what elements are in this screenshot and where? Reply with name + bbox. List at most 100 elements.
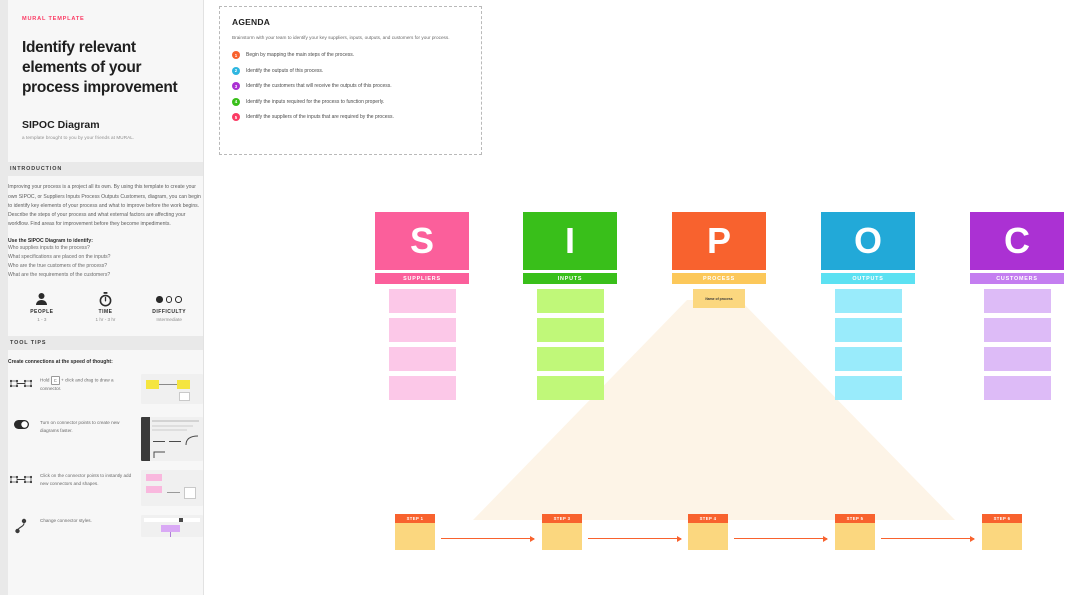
connector-points-icon: [8, 470, 34, 487]
step-body[interactable]: [835, 523, 875, 550]
agenda-item: 5 Identify the suppliers of the inputs t…: [232, 113, 469, 122]
process-step[interactable]: STEP 4: [688, 514, 728, 550]
sidebar-panel: MURAL TEMPLATE Identify relevant element…: [8, 0, 204, 595]
tooltip-text-pre: Hold: [40, 378, 50, 384]
style-toolbar-preview: [141, 515, 203, 538]
sticky-note[interactable]: [834, 347, 902, 371]
step-header: STEP 6: [982, 514, 1022, 523]
template-kicker: MURAL TEMPLATE: [22, 16, 85, 22]
sticky-note[interactable]: [983, 376, 1051, 400]
connector-points-icon: [8, 374, 34, 391]
keyboard-key: C: [50, 376, 60, 386]
agenda-number-badge: 5: [232, 113, 240, 122]
page-title: Identify relevant elements of your proce…: [22, 39, 178, 96]
sticky-note[interactable]: [388, 289, 456, 313]
sticky-note[interactable]: [536, 376, 604, 400]
sticky-note[interactable]: [983, 347, 1051, 371]
page-subtitle: SIPOC Diagram: [22, 119, 100, 132]
introduction-heading: INTRODUCTION: [8, 162, 203, 177]
sticky-note[interactable]: [834, 376, 902, 400]
agenda-item-text: Identify the outputs of this process.: [246, 67, 324, 74]
stat-label: DIFFICULTY: [152, 309, 187, 316]
stat-value: 1 hr - 3 hr: [95, 317, 116, 323]
sipoc-column-inputs[interactable]: I INPUTS: [523, 212, 617, 405]
step-body[interactable]: [395, 523, 435, 550]
flow-arrow: [441, 534, 535, 544]
column-label-process: PROCESS: [672, 273, 766, 284]
tooltip-text: Hold C + click and drag to draw a connec…: [40, 374, 135, 392]
question-item: Who are the true customers of the proces…: [8, 262, 108, 269]
sipoc-column-suppliers[interactable]: S SUPPLIERS: [375, 212, 469, 405]
page-subnote: a template brought to you by your friend…: [22, 135, 135, 141]
board-canvas[interactable]: AGENDA Brainstorm with your team to iden…: [205, 0, 1082, 595]
agenda-item: 4 Identify the inputs required for the p…: [232, 97, 469, 106]
tooltips-intro: Create connections at the speed of thoug…: [8, 359, 113, 366]
agenda-number-badge: 1: [232, 51, 240, 60]
sticky-note[interactable]: [388, 376, 456, 400]
process-name-text: Name of process: [705, 296, 733, 301]
sipoc-column-process[interactable]: P PROCESS Name of process: [672, 212, 766, 308]
agenda-item-text: Begin by mapping the main steps of the p…: [246, 52, 355, 59]
column-label-customers: CUSTOMERS: [970, 273, 1064, 284]
process-name-note[interactable]: Name of process: [693, 289, 745, 308]
step-body[interactable]: [542, 523, 582, 550]
left-rail: [0, 0, 8, 595]
difficulty-dot-filled: [156, 296, 163, 303]
process-cone: [473, 300, 955, 520]
question-item: What specifications are placed on the in…: [8, 253, 111, 260]
step-body[interactable]: [982, 523, 1022, 550]
tooltips-section: TOOL TIPS Create connections at the spee…: [8, 336, 203, 549]
agenda-description: Brainstorm with your team to identify yo…: [232, 35, 450, 40]
stat-value: 1 - 3: [37, 317, 47, 323]
stat-label: PEOPLE: [30, 309, 54, 316]
step-header: STEP 5: [835, 514, 875, 523]
process-step[interactable]: STEP 1: [395, 514, 435, 550]
process-step[interactable]: STEP 5: [835, 514, 875, 550]
sipoc-column-customers[interactable]: C CUSTOMERS: [970, 212, 1064, 405]
column-letter-o: O: [821, 212, 915, 270]
column-letter-i: I: [523, 212, 617, 270]
sticky-note[interactable]: [536, 318, 604, 342]
sticky-note[interactable]: [834, 318, 902, 342]
sticky-note[interactable]: [536, 347, 604, 371]
sticky-note[interactable]: [388, 347, 456, 371]
sipoc-diagram: S SUPPLIERS I INPUTS: [205, 0, 1082, 595]
flow-arrow: [881, 534, 975, 544]
sticky-note[interactable]: [983, 318, 1051, 342]
connector-style-icon: [8, 515, 34, 534]
introduction-section: INTRODUCTION Improving your process is a…: [8, 162, 203, 323]
agenda-item-text: Identify the inputs required for the pro…: [246, 98, 385, 105]
sticky-note[interactable]: [536, 289, 604, 313]
stopwatch-icon: [74, 291, 138, 307]
two-shapes-connector-preview: [141, 374, 203, 405]
agenda-item-text: Identify the suppliers of the inputs tha…: [246, 114, 394, 121]
agenda-card[interactable]: AGENDA Brainstorm with your team to iden…: [219, 6, 482, 155]
process-step[interactable]: STEP 3: [542, 514, 582, 550]
agenda-number-badge: 2: [232, 66, 240, 75]
sticky-note[interactable]: [983, 289, 1051, 313]
sticky-note[interactable]: [834, 289, 902, 313]
tooltip-text: Turn on connector points to create new d…: [40, 420, 120, 433]
settings-panel-preview: [141, 417, 203, 462]
agenda-item: 3 Identify the customers that will recei…: [232, 82, 469, 91]
question-item: Who supplies inputs to the process?: [8, 244, 90, 251]
tooltip-row: Hold C + click and drag to draw a connec…: [8, 374, 203, 408]
toggle-icon: [8, 417, 34, 430]
sipoc-column-outputs[interactable]: O OUTPUTS: [821, 212, 915, 405]
column-letter-p: P: [672, 212, 766, 270]
column-letter-s: S: [375, 212, 469, 270]
difficulty-dot-empty: [165, 296, 173, 303]
introduction-body: Improving your process is a project all …: [8, 184, 201, 227]
agenda-number-badge: 3: [232, 82, 240, 91]
tooltip-row: Click on the connector points to instant…: [8, 470, 203, 507]
step-body[interactable]: [688, 523, 728, 550]
pink-notes-preview: [141, 470, 203, 507]
tooltip-text: Click on the connector points to instant…: [40, 473, 132, 486]
sticky-note[interactable]: [388, 318, 456, 342]
agenda-item: 2 Identify the outputs of this process.: [232, 66, 469, 75]
stat-time: TIME 1 hr - 3 hr: [74, 291, 138, 322]
process-step[interactable]: STEP 6: [982, 514, 1022, 550]
step-header: STEP 1: [395, 514, 435, 523]
agenda-item-text: Identify the customers that will receive…: [246, 83, 392, 90]
